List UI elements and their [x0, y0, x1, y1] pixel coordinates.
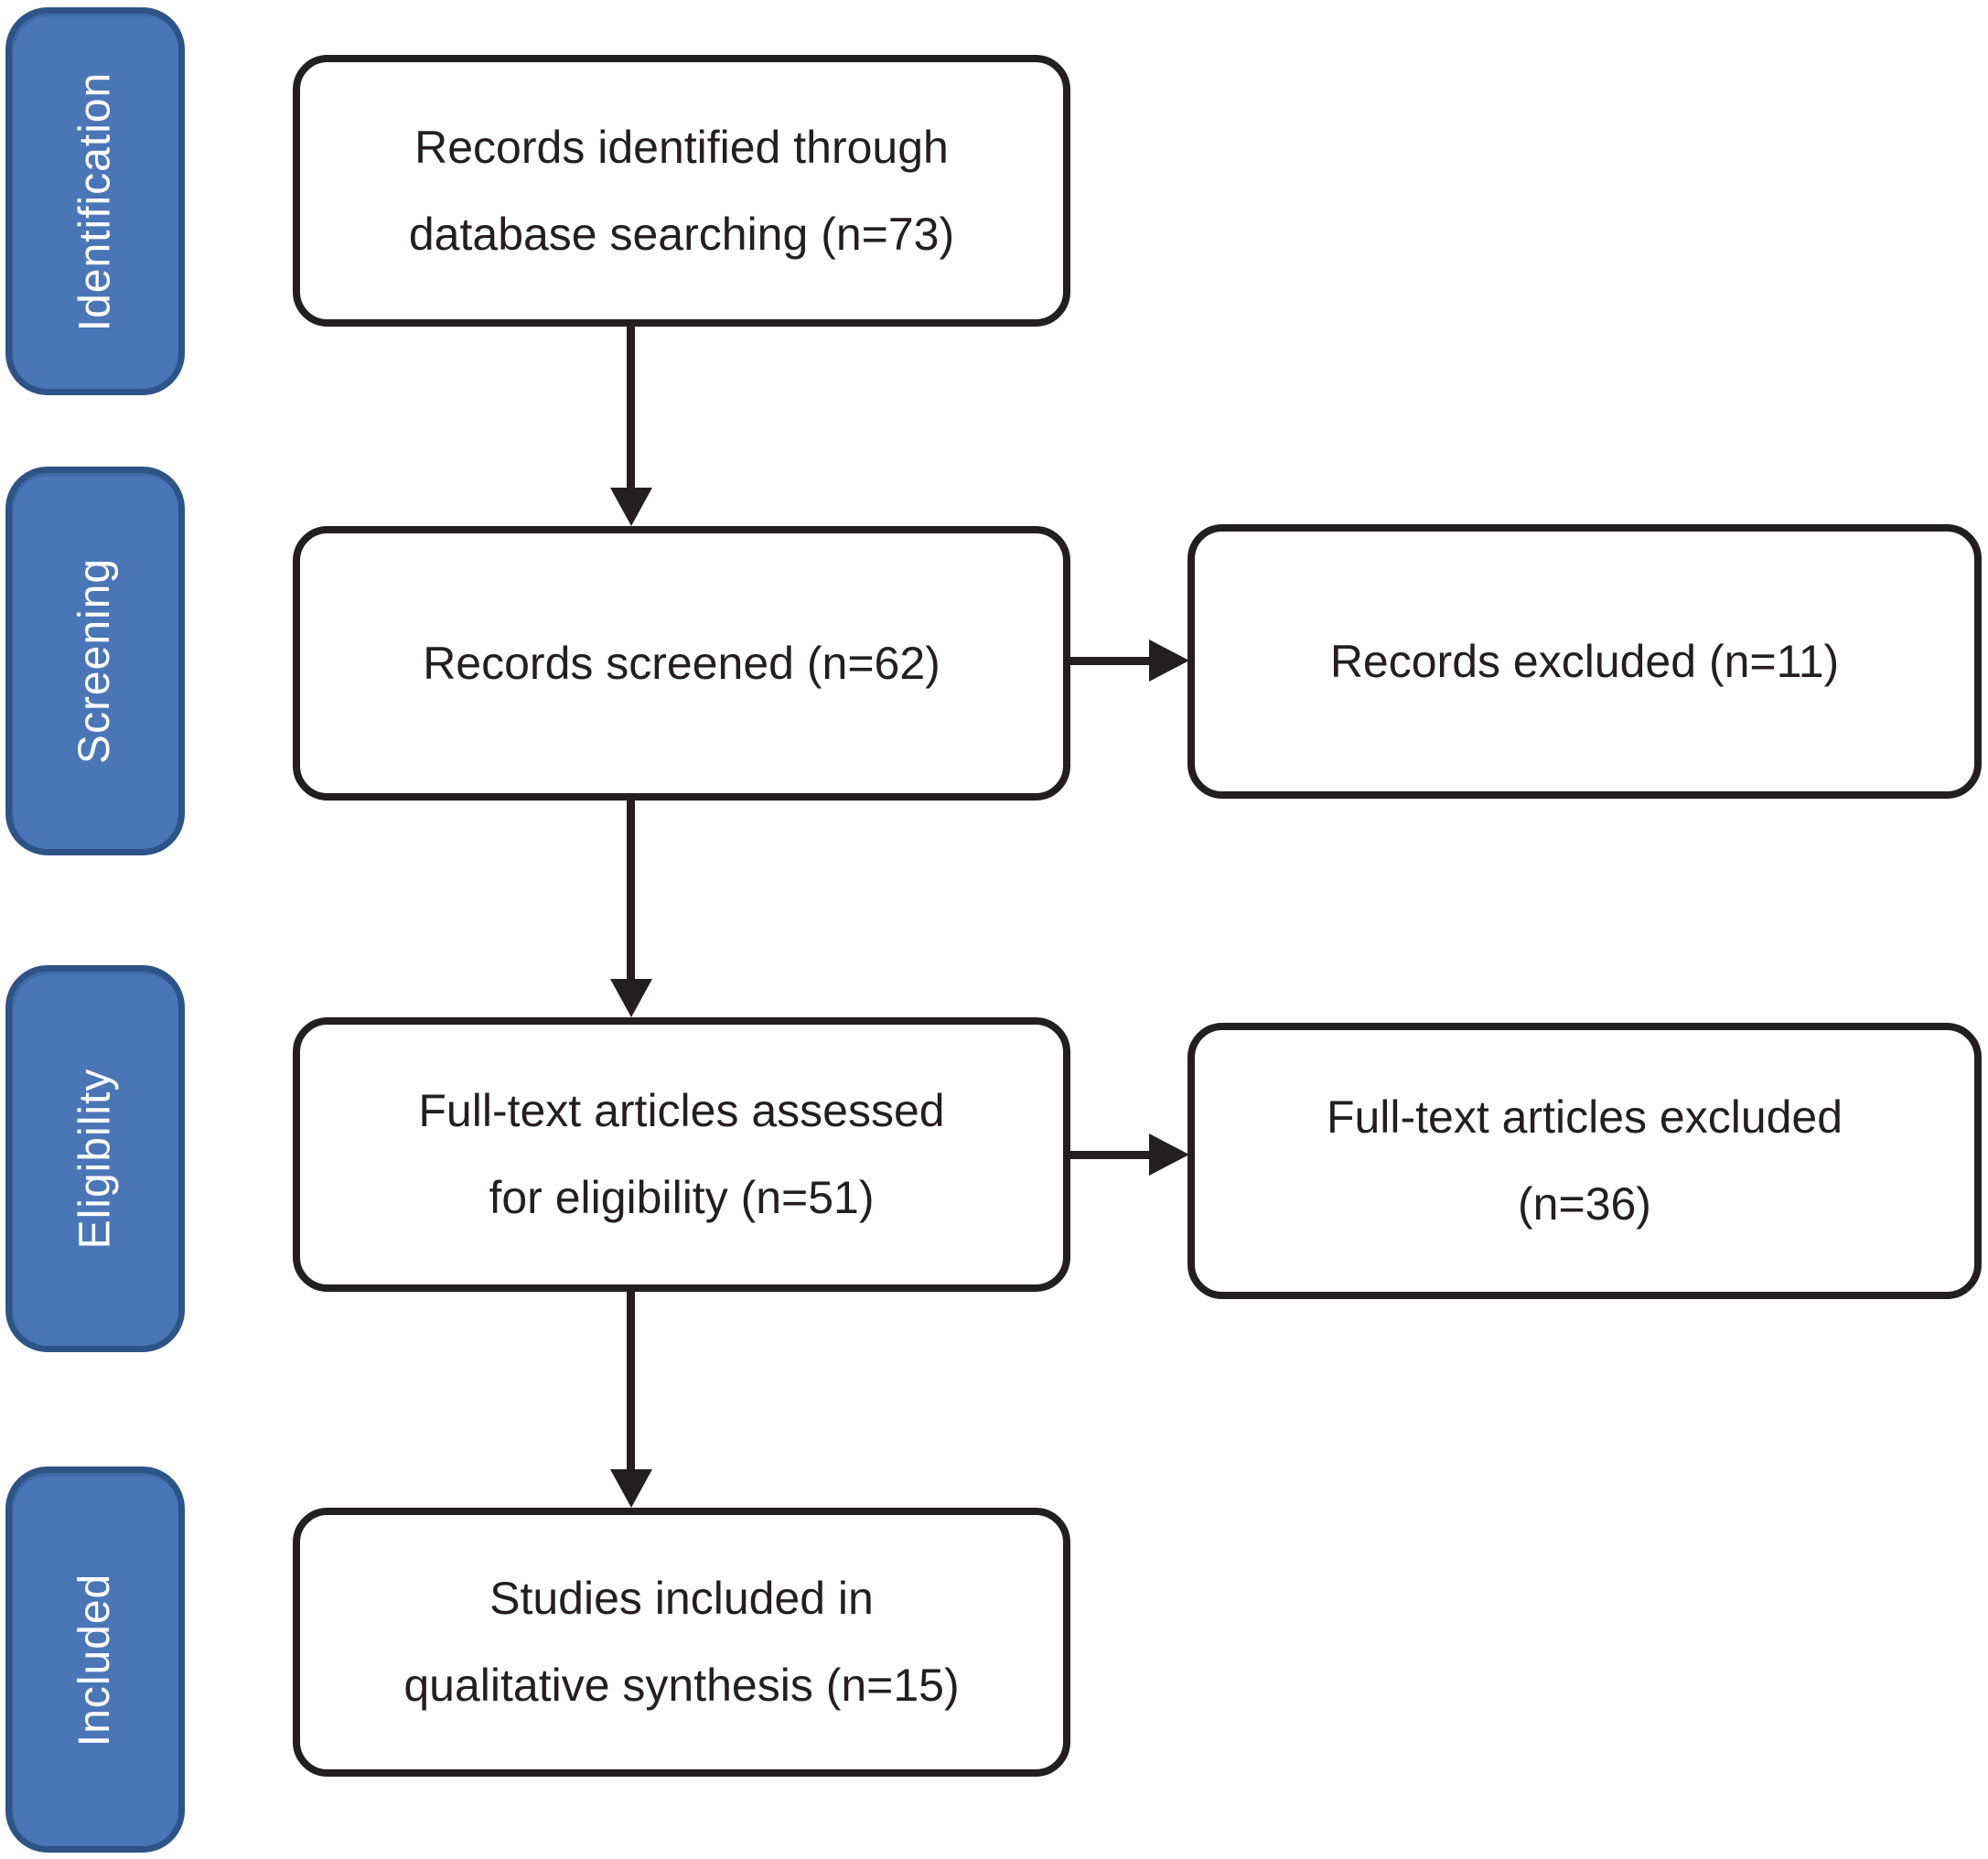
arrow-line: [1067, 1151, 1151, 1159]
node-fulltext-assessed-line2: for eligibility (n=51): [489, 1172, 875, 1223]
node-fulltext-assessed: Full-text articles assessed for eligibil…: [293, 1017, 1070, 1292]
stage-eligibility: Eligibility: [5, 965, 185, 1352]
node-records-excluded: Records excluded (n=11): [1187, 524, 1982, 799]
stage-screening-label: Screening: [70, 557, 120, 765]
stage-included-label: Included: [70, 1573, 120, 1746]
arrowhead-down-icon: [610, 488, 652, 526]
node-included-studies-line2: qualitative synthesis (n=15): [403, 1660, 960, 1711]
arrowhead-right-icon: [1149, 639, 1189, 682]
node-fulltext-excluded-line2: (n=36): [1518, 1178, 1651, 1230]
arrow-line: [627, 797, 635, 981]
arrowhead-down-icon: [610, 1469, 652, 1508]
arrowhead-down-icon: [610, 979, 652, 1017]
node-fulltext-assessed-line1: Full-text articles assessed: [418, 1085, 945, 1136]
stage-included: Included: [5, 1467, 185, 1853]
node-included-studies: Studies included in qualitative synthesi…: [293, 1508, 1070, 1777]
node-included-studies-line1: Studies included in: [489, 1573, 874, 1624]
node-records-screened-line1: Records screened (n=62): [423, 637, 940, 689]
node-records-identified-line2: database searching (n=73): [408, 208, 955, 260]
arrow-line: [627, 1288, 635, 1471]
arrowhead-right-icon: [1149, 1134, 1189, 1176]
stage-eligibility-label: Eligibility: [70, 1068, 120, 1250]
node-records-screened: Records screened (n=62): [293, 526, 1070, 801]
node-fulltext-excluded: Full-text articles excluded (n=36): [1187, 1023, 1982, 1299]
node-records-identified-line1: Records identified through: [414, 121, 949, 173]
node-fulltext-excluded-line1: Full-text articles excluded: [1326, 1091, 1843, 1143]
arrow-line: [1067, 657, 1151, 665]
stage-identification-label: Identification: [70, 71, 120, 331]
arrow-line: [627, 323, 635, 489]
stage-identification: Identification: [5, 7, 185, 395]
node-records-excluded-line1: Records excluded (n=11): [1329, 635, 1840, 687]
stage-screening: Screening: [5, 467, 185, 855]
node-records-identified: Records identified through database sear…: [293, 55, 1070, 327]
